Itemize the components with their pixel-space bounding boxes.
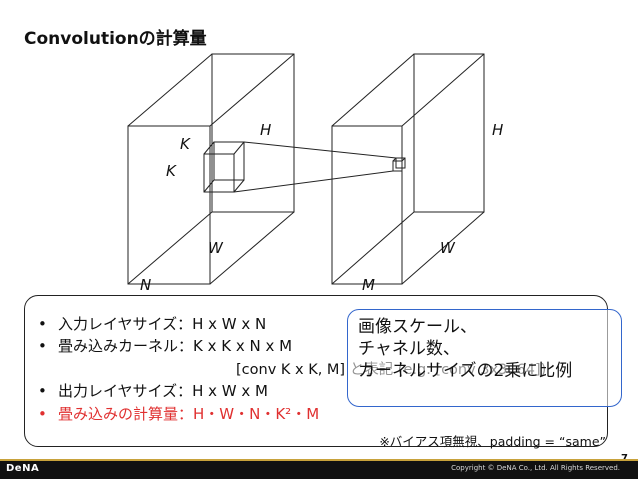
callout-box: 画像スケール、 チャネル数、 カーネルサイズの2乗に比例 bbox=[347, 309, 622, 407]
input-width-label: W bbox=[208, 239, 224, 257]
copyright-text: Copyright © DeNA Co., Ltd. All Rights Re… bbox=[451, 464, 620, 472]
bullet-input-size: •入力レイヤサイズ：H x W x N bbox=[38, 315, 267, 333]
input-channels-label: N bbox=[140, 276, 151, 294]
callout-line: チャネル数、 bbox=[358, 339, 460, 359]
output-width-label: W bbox=[440, 239, 456, 257]
slide-title: Convolutionの計算量 bbox=[24, 29, 207, 49]
bullet-output-size: •出力レイヤサイズ：H x W x M bbox=[38, 382, 268, 400]
output-element bbox=[392, 157, 406, 172]
footnote: ※バイアス項無視、padding = “same” bbox=[379, 434, 606, 449]
input-kernel-label-top: K bbox=[180, 135, 191, 153]
page-number: 7 bbox=[621, 453, 628, 464]
input-kernel-label-side: K bbox=[166, 162, 177, 180]
output-height-label: H bbox=[492, 121, 503, 139]
input-height-label: H bbox=[260, 121, 271, 139]
convolution-diagram: K K H W N H W M bbox=[127, 53, 503, 294]
dena-logo: DeNA bbox=[6, 463, 40, 474]
footer-bar: DeNA Copyright © DeNA Co., Ltd. All Righ… bbox=[0, 459, 638, 479]
input-volume bbox=[127, 53, 295, 285]
output-volume bbox=[331, 53, 485, 285]
kernel-cube bbox=[203, 141, 245, 193]
projection-lines bbox=[233, 141, 397, 193]
bullet-kernel: •畳み込みカーネル：K x K x N x M bbox=[38, 337, 293, 355]
output-channels-label: M bbox=[362, 276, 375, 294]
bullet-computation: •畳み込みの計算量：H・W・N・K²・M bbox=[38, 405, 320, 423]
callout-line: カーネルサイズの2乗に比例 bbox=[358, 361, 573, 381]
callout-line: 画像スケール、 bbox=[358, 317, 477, 337]
